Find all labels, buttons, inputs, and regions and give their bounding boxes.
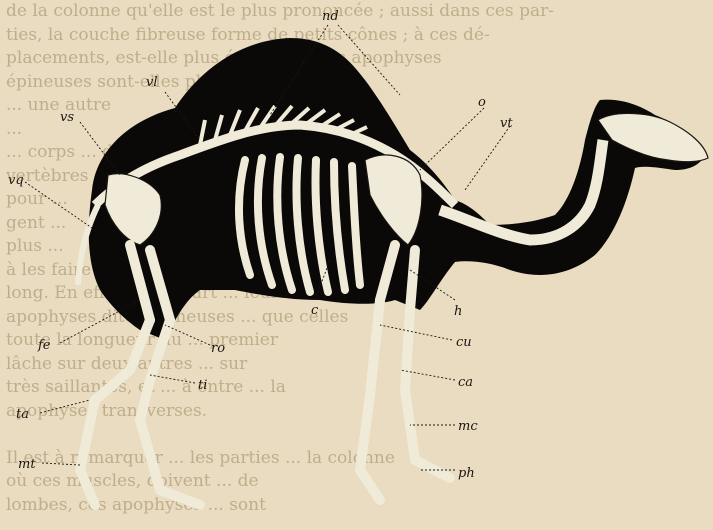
label-fe: fe <box>37 338 51 353</box>
label-ca: ca <box>458 375 473 390</box>
label-ph: ph <box>458 466 475 481</box>
label-vq: vq <box>8 173 24 188</box>
label-vl: vl <box>146 75 158 90</box>
label-cu: cu <box>456 335 472 350</box>
label-h: h <box>454 304 462 319</box>
label-ta: ta <box>16 407 29 422</box>
label-c: c <box>311 303 319 318</box>
label-mt: mt <box>18 457 36 472</box>
label-vt: vt <box>500 116 513 131</box>
label-nd: nd <box>322 9 339 24</box>
label-o: o <box>478 95 486 110</box>
label-vs: vs <box>60 110 74 125</box>
label-ti: ti <box>198 378 207 393</box>
label-mc: mc <box>458 419 478 434</box>
label-ro: ro <box>211 341 225 356</box>
